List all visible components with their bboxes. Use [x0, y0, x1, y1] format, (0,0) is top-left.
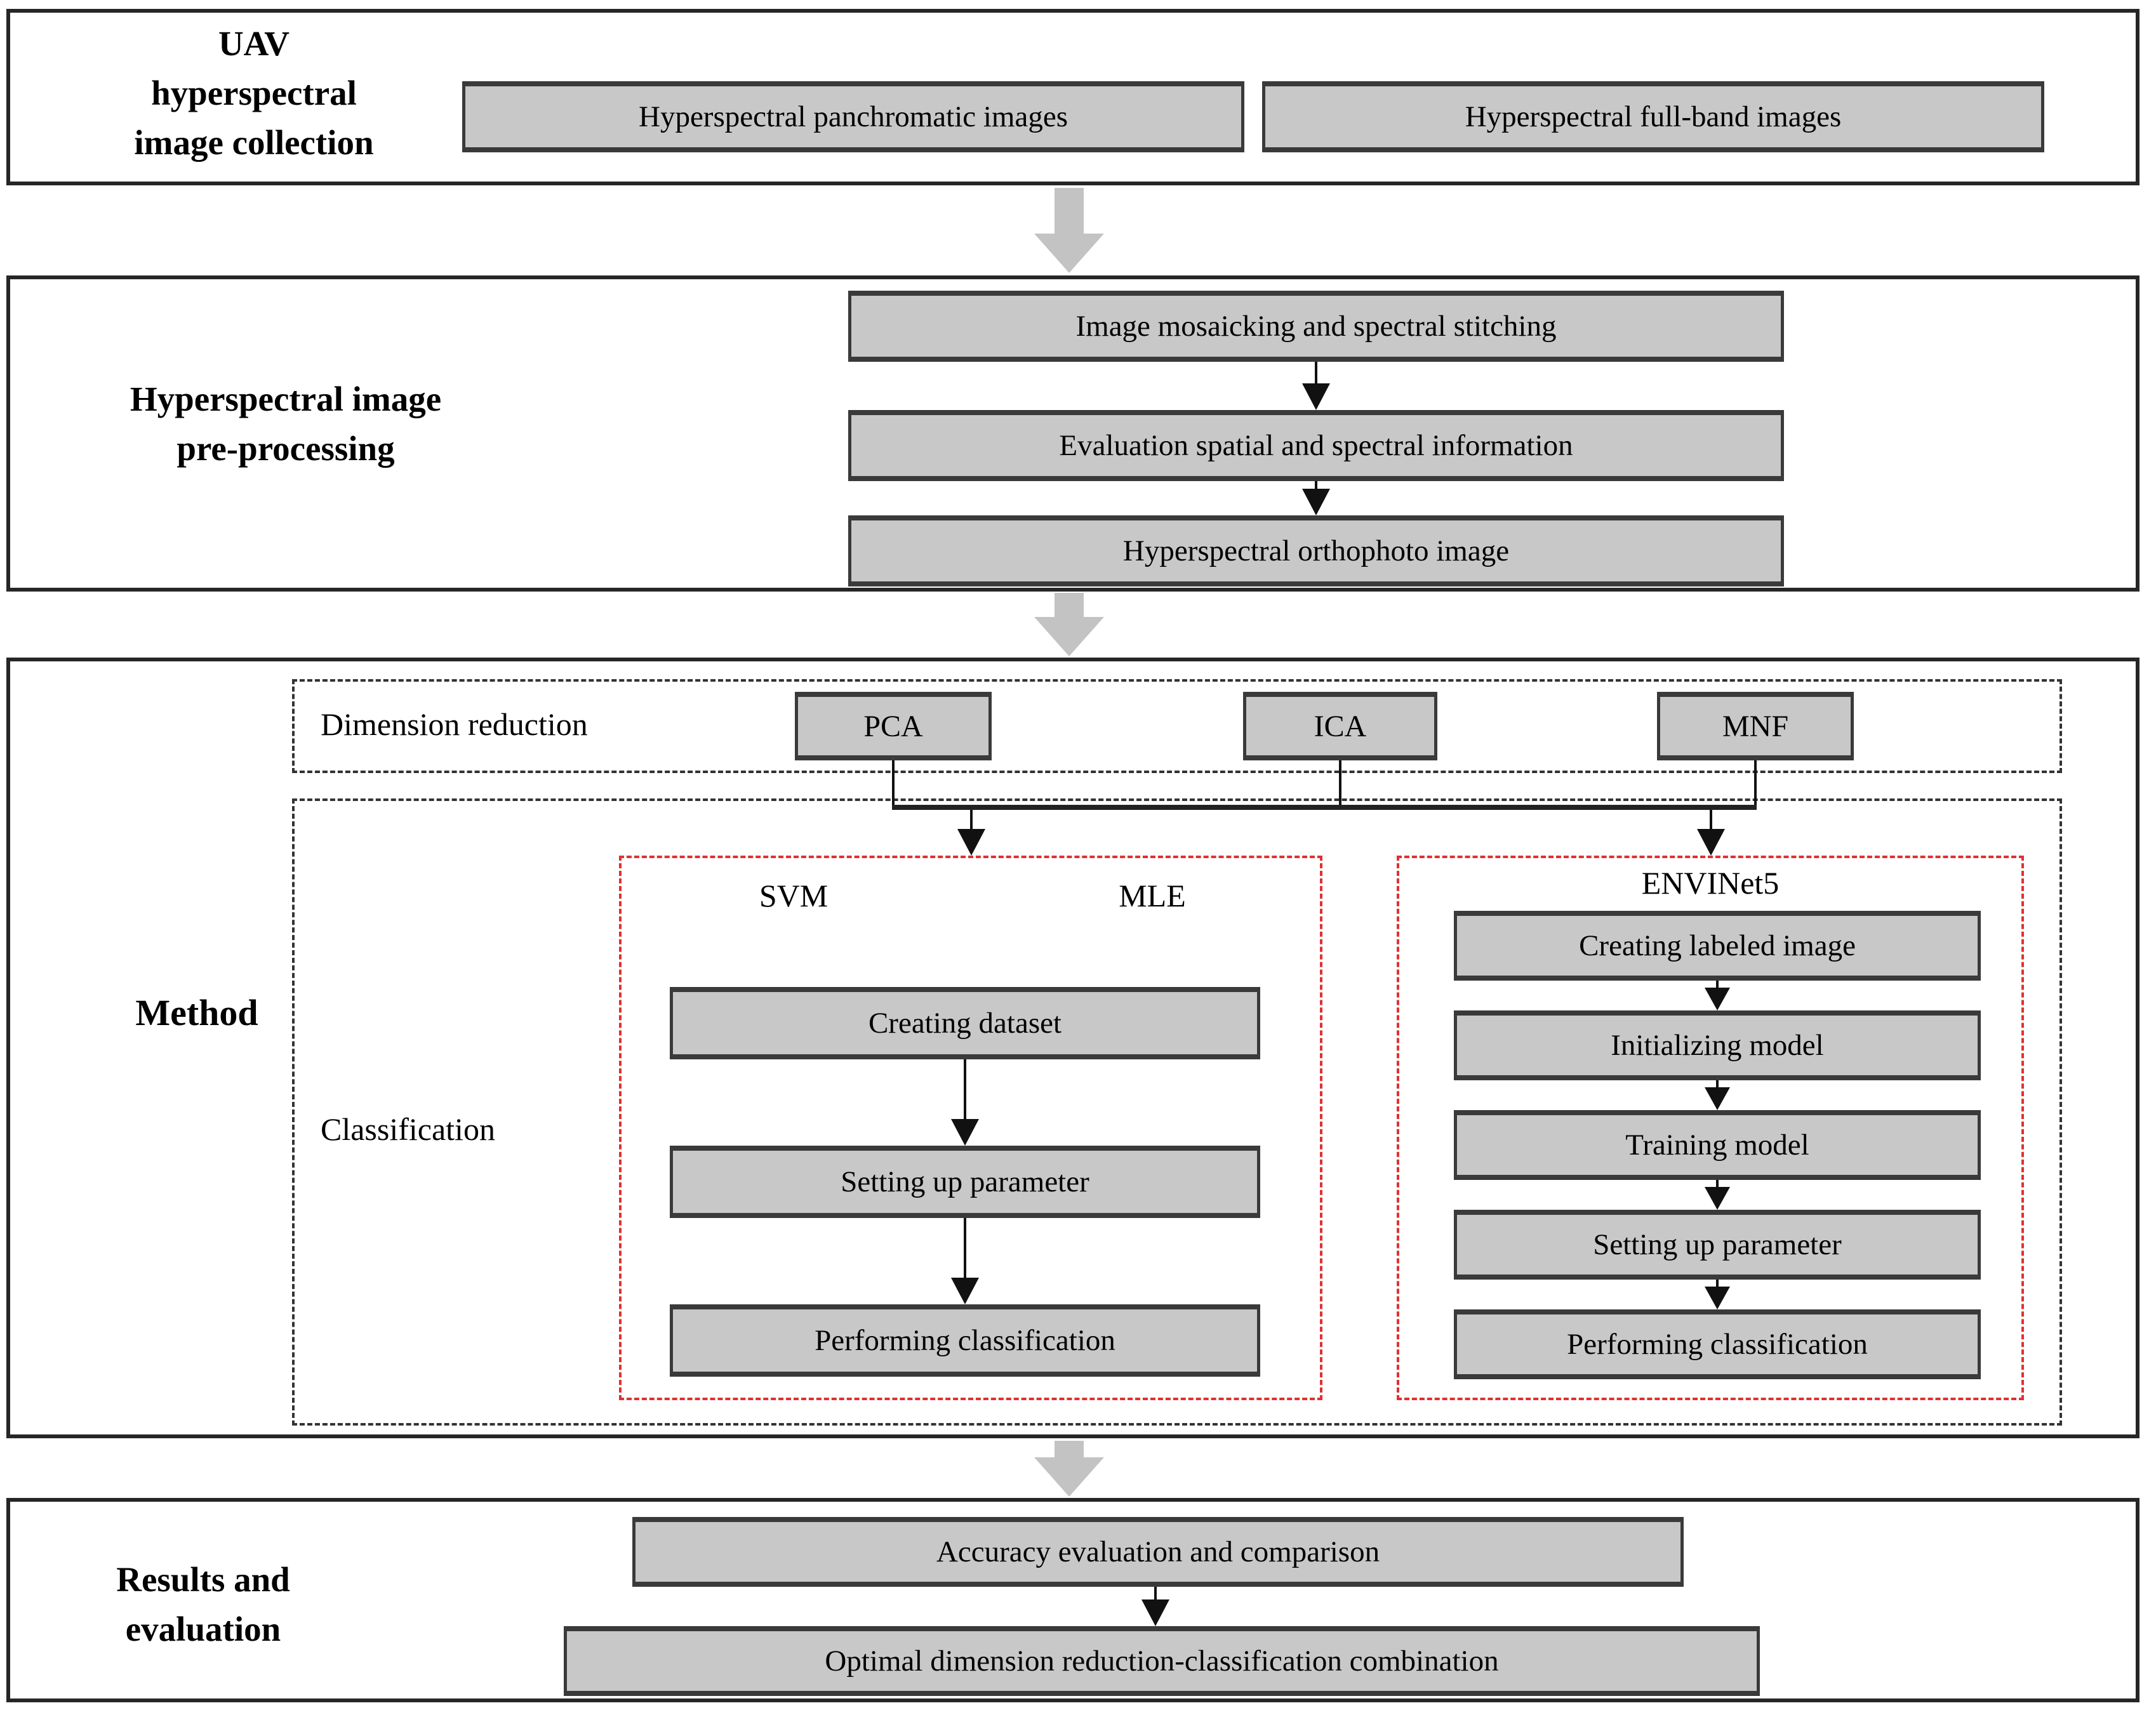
arrow-head [1302, 383, 1330, 410]
arrow-shaft [1716, 1080, 1719, 1090]
envinet5-label: ENVINet5 [1641, 865, 1780, 901]
box-hyperspectral-panchromatic-images: Hyperspectral panchromatic images [462, 81, 1244, 152]
envinet5-step-performing-classification: Performing classification [1454, 1309, 1981, 1379]
step-accuracy-evaluation: Accuracy evaluation and comparison [632, 1517, 1684, 1587]
label-line: pre-processing [176, 429, 395, 468]
svm-label: SVM [759, 878, 828, 913]
flow-arrow-icon [1703, 1180, 1731, 1210]
section-arrow-icon [1034, 188, 1104, 273]
dimension-reduction-label: Dimension reduction [321, 706, 588, 742]
dimension-reduction-container [292, 679, 2062, 773]
label-line: hyperspectral [151, 74, 357, 113]
arrow-head [1705, 988, 1730, 1010]
flow-arrow-icon [1703, 981, 1731, 1010]
envinet5-step-setting-up-parameter: Setting up parameter [1454, 1210, 1981, 1280]
arrow-head [1034, 234, 1104, 273]
ica-box: ICA [1243, 692, 1437, 760]
arrow-head [1302, 489, 1330, 515]
label-line: Results and [116, 1560, 290, 1599]
arrow-head [1705, 1087, 1730, 1110]
flow-arrow-icon [1703, 1280, 1731, 1309]
step-hyperspectral-orthophoto: Hyperspectral orthophoto image [848, 515, 1784, 586]
flow-arrow-icon [957, 810, 985, 856]
section-arrow-icon [1034, 593, 1104, 656]
arrow-shaft [964, 1059, 966, 1122]
arrow-shaft [1154, 1587, 1157, 1602]
svm-step-setting-up-parameter: Setting up parameter [670, 1146, 1260, 1218]
arrow-shaft [1716, 1280, 1719, 1289]
flow-arrow-icon [1703, 1080, 1731, 1110]
flow-arrow-icon [1697, 810, 1725, 856]
flow-arrow-icon [951, 1218, 979, 1304]
classification-label: Classification [321, 1111, 495, 1147]
arrow-head [1034, 617, 1104, 656]
step-optimal-combination: Optimal dimension reduction-classificati… [564, 1626, 1760, 1696]
arrow-head [1697, 829, 1725, 856]
classification-container [292, 798, 2062, 1426]
section-preprocessing-label: Hyperspectral image pre-processing [76, 374, 495, 473]
arrow-head [1141, 1599, 1169, 1626]
flow-arrow-icon [1302, 362, 1330, 410]
arrow-shaft [1710, 810, 1712, 831]
section-method-label: Method [135, 992, 258, 1033]
mle-label: MLE [1119, 878, 1186, 913]
arrow-shaft [1716, 981, 1719, 990]
flow-arrow-icon [1302, 481, 1330, 515]
connector-line [1754, 760, 1757, 807]
connector-line [892, 760, 895, 807]
arrow-head [1705, 1187, 1730, 1210]
box-hyperspectral-full-band-images: Hyperspectral full-band images [1262, 81, 2044, 152]
arrow-head [1705, 1287, 1730, 1309]
svm-step-creating-dataset: Creating dataset [670, 987, 1260, 1059]
label-line: image collection [134, 123, 374, 162]
step-evaluation-spatial-spectral: Evaluation spatial and spectral informat… [848, 410, 1784, 481]
arrow-head [951, 1119, 979, 1146]
arrow-shaft [964, 1218, 966, 1280]
flow-arrow-icon [951, 1059, 979, 1146]
connector-line [892, 805, 1757, 810]
connector-line [1339, 760, 1341, 807]
svm-mle-group [619, 856, 1322, 1400]
pca-box: PCA [795, 692, 992, 760]
arrow-shaft [1315, 362, 1317, 386]
arrow-head [951, 1278, 979, 1304]
arrow-head [957, 829, 985, 856]
arrow-head [1034, 1457, 1104, 1497]
mnf-box: MNF [1657, 692, 1854, 760]
arrow-shaft [1055, 188, 1084, 236]
arrow-shaft [1716, 1180, 1719, 1189]
arrow-shaft [1315, 481, 1317, 491]
arrow-shaft [1055, 1441, 1084, 1460]
section-arrow-icon [1034, 1441, 1104, 1497]
label-line: UAV [218, 24, 290, 63]
arrow-shaft [970, 810, 973, 831]
envinet5-step-initializing-model: Initializing model [1454, 1010, 1981, 1080]
envinet5-step-creating-labeled-image: Creating labeled image [1454, 911, 1981, 981]
flow-arrow-icon [1141, 1587, 1169, 1626]
step-image-mosaicking: Image mosaicking and spectral stitching [848, 291, 1784, 362]
arrow-shaft [1055, 593, 1084, 619]
envinet5-step-training-model: Training model [1454, 1110, 1981, 1180]
label-line: evaluation [125, 1610, 281, 1649]
envinet5-group [1397, 856, 2024, 1400]
section-results-label: Results and evaluation [57, 1555, 349, 1654]
label-line: Hyperspectral image [130, 380, 442, 418]
svm-step-performing-classification: Performing classification [670, 1304, 1260, 1377]
section-image-collection-label: UAV hyperspectral image collection [70, 19, 438, 168]
